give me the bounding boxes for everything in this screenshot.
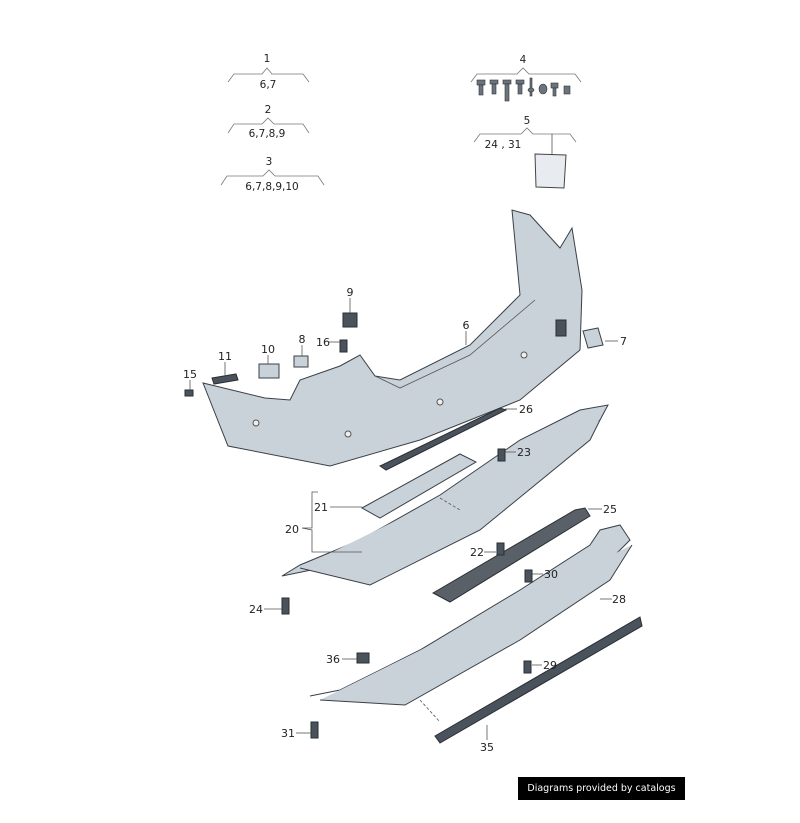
- callout-24[interactable]: 24: [249, 603, 263, 616]
- callout-29[interactable]: 29: [543, 659, 557, 672]
- svg-text:3: 3: [266, 156, 273, 168]
- screw-15[interactable]: [184, 389, 194, 397]
- callout-30[interactable]: 30: [544, 568, 558, 581]
- callout-25[interactable]: 25: [603, 503, 617, 516]
- group-3[interactable]: 3 6,7,8,9,10: [220, 156, 325, 193]
- mount-strip-26[interactable]: [378, 407, 508, 471]
- clip-36[interactable]: [356, 652, 370, 664]
- screw-31[interactable]: [310, 721, 319, 739]
- callout-26[interactable]: 26: [519, 403, 533, 416]
- trim-strip-35[interactable]: [434, 616, 643, 744]
- callout-36[interactable]: 36: [326, 653, 340, 666]
- diffuser-28-edge: [319, 544, 633, 706]
- clip-23[interactable]: [497, 448, 506, 462]
- credit-banner: Diagrams provided by catalogs parts: [518, 777, 685, 817]
- callout-8[interactable]: 8: [299, 333, 306, 346]
- svg-text:6,7,8,9: 6,7,8,9: [249, 128, 286, 140]
- callout-28[interactable]: 28: [612, 593, 626, 606]
- grille-21[interactable]: [360, 453, 478, 519]
- bracket-8[interactable]: [293, 355, 309, 368]
- diffuser-lower-edge: [299, 419, 601, 586]
- clip-30[interactable]: [524, 569, 533, 583]
- group-2[interactable]: 2 6,7,8,9: [227, 104, 310, 140]
- svg-text:1: 1: [264, 53, 271, 65]
- screw-29[interactable]: [523, 660, 532, 674]
- bumper-cover[interactable]: [202, 209, 583, 467]
- callout-20[interactable]: 20: [285, 523, 299, 536]
- clip-16[interactable]: [339, 339, 348, 353]
- callout-7[interactable]: 7: [620, 335, 627, 348]
- bracket-10[interactable]: [258, 363, 280, 379]
- svg-text:6,7,8,9,10: 6,7,8,9,10: [245, 181, 298, 193]
- screw-22[interactable]: [496, 542, 505, 556]
- callouts: 9 6 7 16 8 10 11 15 26 23 21 20 25 22 30…: [183, 286, 627, 754]
- callout-11[interactable]: 11: [218, 350, 232, 363]
- callout-9[interactable]: 9: [347, 286, 354, 299]
- svg-text:5: 5: [524, 115, 531, 127]
- callout-23[interactable]: 23: [517, 446, 531, 459]
- strip-11[interactable]: [211, 373, 239, 385]
- bracket-9[interactable]: [342, 312, 358, 328]
- callout-6[interactable]: 6: [463, 319, 470, 332]
- callout-35[interactable]: 35: [480, 741, 494, 754]
- svg-text:24 , 31: 24 , 31: [485, 139, 522, 151]
- screw-24[interactable]: [281, 597, 290, 615]
- group-1[interactable]: 1 6,7: [227, 53, 310, 91]
- fastener-set-icon: [476, 77, 571, 102]
- callout-10[interactable]: 10: [261, 343, 275, 356]
- parts-diagram: 1 6,7 2 6,7,8,9 3 6,7,8,9,10 4 5 24 , 31: [183, 53, 643, 754]
- callout-15[interactable]: 15: [183, 368, 197, 381]
- mesh-grille-25[interactable]: [431, 507, 591, 603]
- group-5[interactable]: 5 24 , 31: [473, 115, 577, 189]
- leader-lines: [189, 298, 618, 740]
- callout-31[interactable]: 31: [281, 727, 295, 740]
- callout-16[interactable]: 16: [316, 336, 330, 349]
- callout-21[interactable]: 21: [314, 501, 328, 514]
- svg-text:6,7: 6,7: [260, 79, 277, 91]
- callout-22[interactable]: 22: [470, 546, 484, 559]
- svg-text:2: 2: [265, 104, 272, 116]
- parts-bag-icon: [534, 153, 567, 189]
- group-4[interactable]: 4: [470, 54, 582, 102]
- tow-eye-cover[interactable]: [582, 327, 604, 349]
- svg-text:4: 4: [520, 54, 527, 66]
